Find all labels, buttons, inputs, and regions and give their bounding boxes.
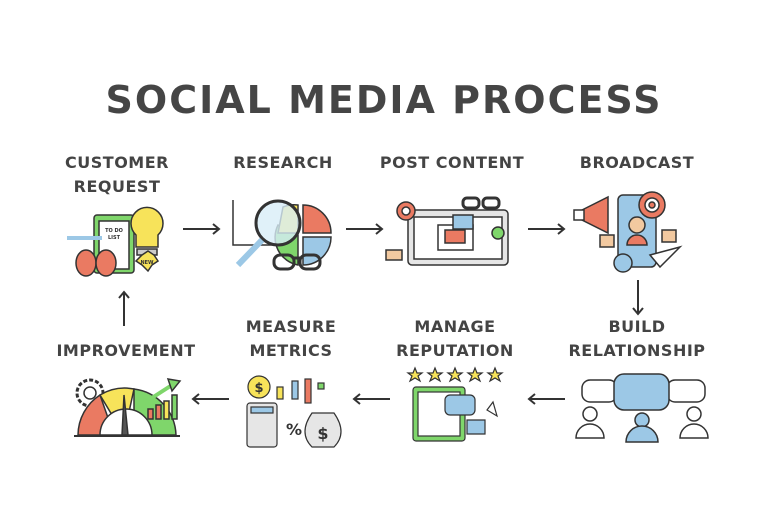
arrow-left-icon — [191, 393, 229, 405]
label-line: RELATIONSHIP — [568, 341, 706, 360]
label-line: CUSTOMER — [65, 153, 169, 172]
label-line: BUILD — [608, 317, 666, 336]
calculator-candles-money-icon: $ $ % — [246, 375, 342, 448]
step-label-build-relationship: BUILD RELATIONSHIP — [542, 315, 732, 363]
arrow-up-icon — [118, 290, 130, 326]
label-line: MANAGE — [414, 317, 496, 336]
step-label-broadcast: BROADCAST — [542, 151, 732, 175]
svg-text:$: $ — [317, 424, 328, 443]
browser-content-icon — [385, 196, 509, 266]
step-label-measure-metrics: MEASURE METRICS — [196, 315, 386, 363]
speech-bubbles-people-icon — [575, 373, 709, 443]
new-badge-text: NEW — [140, 260, 154, 266]
label-line: REQUEST — [73, 177, 161, 196]
arrow-right-icon — [183, 223, 221, 235]
label-line: MEASURE — [245, 317, 337, 336]
label-line: POST CONTENT — [379, 153, 525, 172]
list-text: LIST — [108, 235, 121, 241]
label-line: IMPROVEMENT — [56, 341, 196, 360]
gauge-gear-growth-icon — [74, 378, 182, 438]
todo-text: TO DO — [105, 228, 123, 234]
step-label-manage-reputation: MANAGE REPUTATION — [360, 315, 550, 363]
arrow-down-icon — [632, 280, 644, 316]
label-line: RESEARCH — [233, 153, 333, 172]
svg-text:$: $ — [254, 381, 263, 396]
page-title: SOCIAL MEDIA PROCESS — [105, 78, 663, 122]
label-line: BROADCAST — [579, 153, 695, 172]
arrow-left-icon — [352, 393, 390, 405]
step-label-post-content: POST CONTENT — [357, 151, 547, 175]
magnifier-pie-chart-icon — [232, 199, 332, 271]
label-line: METRICS — [249, 341, 333, 360]
megaphone-phone-icon — [573, 191, 683, 273]
step-label-customer-request: CUSTOMER REQUEST — [22, 151, 212, 199]
arrow-left-icon — [527, 393, 565, 405]
label-line: REPUTATION — [396, 341, 514, 360]
clipboard-bulb-brain-icon: TO DO LIST NEW — [67, 206, 164, 277]
arrow-right-icon — [346, 223, 384, 235]
arrow-right-icon — [528, 223, 566, 235]
rating-stars-checklist-icon — [406, 366, 504, 442]
svg-text:%: % — [286, 420, 302, 439]
step-label-improvement: IMPROVEMENT — [31, 339, 221, 363]
step-label-research: RESEARCH — [188, 151, 378, 175]
